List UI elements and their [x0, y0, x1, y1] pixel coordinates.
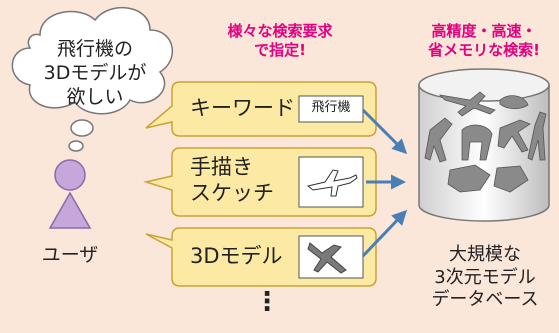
- query-label-sketch-line1: 手描き: [190, 155, 253, 179]
- query-label-3dmodel: 3Dモデル: [190, 244, 283, 268]
- query-label-sketch: 手描き スケッチ: [190, 154, 274, 207]
- keyword-sample: 飛行機: [311, 100, 351, 115]
- thought-line2: 3Dモデルが: [43, 61, 147, 84]
- db-title-line2: 省メモリな検索!: [428, 40, 540, 59]
- database-line3: データベース: [431, 289, 539, 310]
- thought-cloud: [11, 6, 174, 152]
- query-label-sketch-line2: スケッチ: [190, 181, 274, 206]
- query-title-line1: 様々な検索要求: [227, 22, 333, 40]
- sketch-airplane-icon: [298, 156, 364, 208]
- database-line2: 3次元モデル: [434, 266, 536, 288]
- more-ellipsis: ⋮: [254, 287, 280, 317]
- thought-dot-small: [68, 140, 84, 152]
- database-label: 大規模な 3次元モデル データベース: [415, 244, 555, 312]
- query-title-line2: で指定!: [254, 40, 306, 59]
- thought-dot-large: [70, 119, 94, 137]
- query-label-keyword: キーワード: [190, 96, 295, 120]
- database-line1: 大規模な: [449, 244, 521, 265]
- keyword-box: [298, 95, 364, 123]
- database-cylinder-icon: [418, 68, 550, 222]
- user-figure-icon: [48, 159, 92, 229]
- db-title-line1: 高精度・高速・: [431, 22, 537, 40]
- query-title: 様々な検索要求 で指定!: [200, 22, 360, 60]
- arrow-3dmodel: [361, 209, 408, 258]
- db-title: 高精度・高速・ 省メモリな検索!: [410, 22, 558, 60]
- thought-line3: 欲しい: [66, 85, 124, 108]
- thought-line1: 飛行機の: [56, 38, 133, 60]
- arrow-keyword: [361, 108, 408, 155]
- thought-text: 飛行機の 3Dモデルが 欲しい: [30, 38, 160, 109]
- user-label: ユーザ: [41, 244, 99, 266]
- model-airplane-icon: [298, 235, 364, 279]
